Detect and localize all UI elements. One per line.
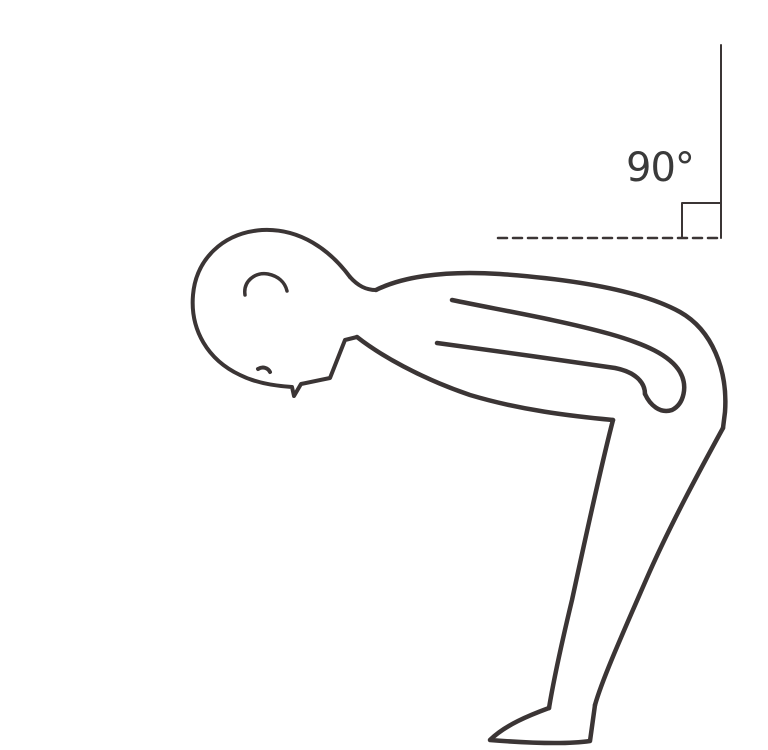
front-leg-outline bbox=[546, 417, 616, 711]
back-leg-outline bbox=[592, 425, 726, 708]
chest-outline bbox=[354, 334, 616, 423]
head-outline bbox=[190, 227, 359, 398]
eye-mark bbox=[256, 365, 272, 374]
arm-lower-outline bbox=[434, 340, 648, 397]
neck-outline bbox=[348, 275, 378, 292]
foot-outline bbox=[487, 702, 598, 746]
ear-outline bbox=[243, 272, 289, 297]
angle-label: 90° bbox=[626, 145, 695, 191]
back-outline bbox=[373, 270, 728, 431]
arm-upper-outline bbox=[449, 297, 687, 414]
right-angle-marker bbox=[681, 202, 722, 239]
